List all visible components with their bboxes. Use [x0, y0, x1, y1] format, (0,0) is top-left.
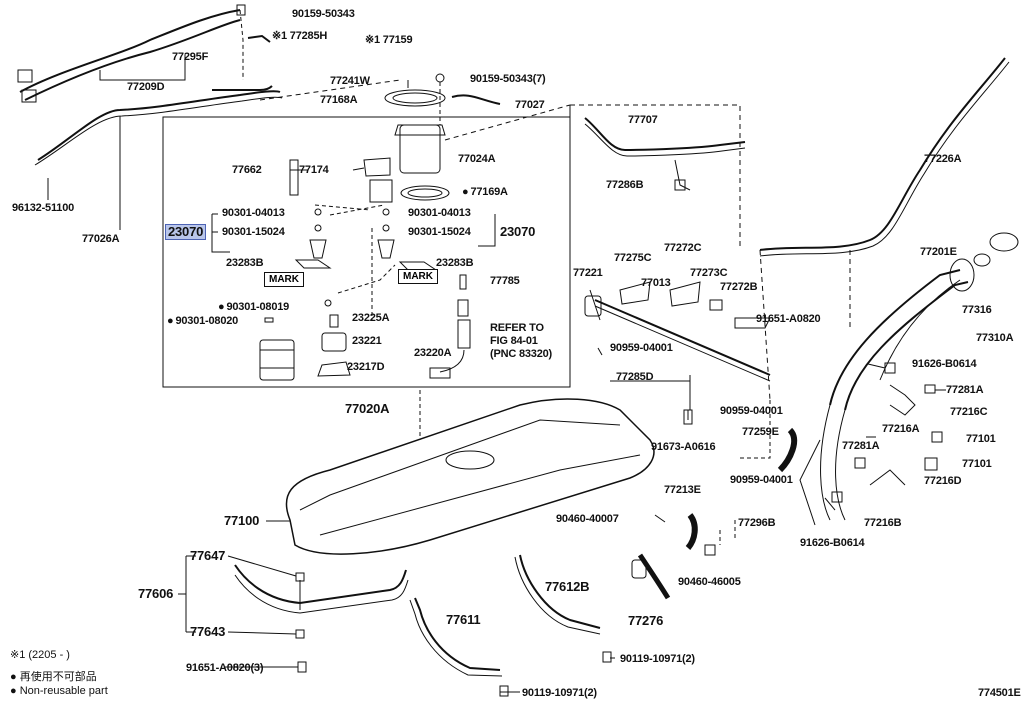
label-90460-40007: 90460-40007	[556, 513, 619, 525]
label-90301-15024-left: 90301-15024	[222, 226, 285, 238]
label-23283B-left: 23283B	[226, 257, 264, 269]
label-77606: 77606	[138, 586, 174, 601]
label-77707: 77707	[628, 114, 658, 126]
label-77101-b: 77101	[962, 458, 992, 470]
label-91626-B0614-a: 91626-B0614	[912, 358, 977, 370]
label-pnc-83320: (PNC 83320)	[490, 348, 552, 360]
label-91651-A0820: 91651-A0820	[756, 313, 821, 325]
label-77272C: 77272C	[664, 242, 702, 254]
label-77281A-a: 77281A	[946, 384, 984, 396]
label-77241W: 77241W	[330, 75, 370, 87]
label-77159: ※1 77159	[365, 34, 413, 46]
label-90301-04013-right: 90301-04013	[408, 207, 471, 219]
label-90301-04013-left: 90301-04013	[222, 207, 285, 219]
legend-nonreusable-jp-text: 再使用不可部品	[19, 671, 97, 683]
label-77643: 77643	[190, 624, 226, 639]
label-90159-50343-top: 90159-50343	[292, 8, 355, 20]
label-77785: 77785	[490, 275, 520, 287]
label-23220A: 23220A	[414, 347, 452, 359]
label-77226A: 77226A	[924, 153, 962, 165]
label-23283B-right: 23283B	[436, 257, 474, 269]
label-77647: 77647	[190, 548, 226, 563]
legend-note1: ※1 (2205 - )	[10, 649, 70, 661]
label-23225A: 23225A	[352, 312, 390, 324]
label-90460-46005: 90460-46005	[678, 576, 741, 588]
mark-box-left: MARK	[264, 272, 304, 287]
label-77285H: ※1 77285H	[272, 30, 328, 42]
label-96132-51100: 96132-51100	[12, 202, 75, 214]
label-77026A: 77026A	[82, 233, 120, 245]
label-77285D: 77285D	[616, 371, 654, 383]
label-77020A: 77020A	[345, 401, 390, 416]
label-77612B: 77612B	[545, 579, 590, 594]
label-77169A: 77169A	[462, 185, 508, 199]
label-77295F: 77295F	[172, 51, 209, 63]
label-90301-15024-right: 90301-15024	[408, 226, 471, 238]
label-77316: 77316	[962, 304, 992, 316]
label-91626-B0614-b: 91626-B0614	[800, 537, 865, 549]
label-77024A: 77024A	[458, 153, 496, 165]
label-77100: 77100	[224, 513, 260, 528]
label-90119-10971-a: 90119-10971(2)	[620, 653, 695, 665]
label-90959-04001-c: 90959-04001	[730, 474, 793, 486]
label-77272B: 77272B	[720, 281, 758, 293]
label-90159-50343-7: 90159-50343(7)	[470, 73, 546, 85]
label-77276: 77276	[628, 613, 664, 628]
label-77273C: 77273C	[690, 267, 728, 279]
label-91651-A0820-3: 91651-A0820(3)	[186, 662, 264, 674]
label-23217D: 23217D	[347, 361, 385, 373]
mark-box-right: MARK	[398, 269, 438, 284]
label-77213E: 77213E	[664, 484, 701, 496]
label-23070-highlighted[interactable]: 23070	[164, 224, 207, 240]
label-77174: 77174	[299, 164, 329, 176]
label-77275C: 77275C	[614, 252, 652, 264]
label-77216D: 77216D	[924, 475, 962, 487]
label-77101-a: 77101	[966, 433, 996, 445]
label-90301-08020: 90301-08020	[167, 314, 238, 328]
label-77259E: 77259E	[742, 426, 779, 438]
label-90119-10971-b: 90119-10971(2)	[522, 687, 597, 699]
label-refer-to: REFER TO	[490, 322, 544, 334]
label-77201E: 77201E	[920, 246, 957, 258]
label-77296B: 77296B	[738, 517, 776, 529]
legend-nonreusable-en-text: Non-reusable part	[19, 685, 108, 697]
label-77310A: 77310A	[976, 332, 1014, 344]
label-77221: 77221	[573, 267, 603, 279]
label-77209D: 77209D	[127, 81, 165, 93]
label-77013: 77013	[641, 277, 671, 289]
label-77611: 77611	[446, 612, 481, 627]
label-90301-08019: 90301-08019	[218, 300, 289, 314]
label-77216A: 77216A	[882, 423, 920, 435]
label-fig-84-01: FIG 84-01	[490, 335, 538, 347]
label-91673-A0616: 91673-A0616	[651, 441, 716, 453]
label-77216B: 77216B	[864, 517, 902, 529]
pump-assembly-frame	[162, 116, 571, 388]
label-90959-04001-a: 90959-04001	[610, 342, 673, 354]
legend-nonreusable-jp: ● 再使用不可部品	[10, 671, 97, 683]
label-77281A-b: 77281A	[842, 440, 880, 452]
legend-nonreusable-en: ● Non-reusable part	[10, 685, 108, 697]
label-77216C: 77216C	[950, 406, 988, 418]
label-77027: 77027	[515, 99, 545, 111]
label-77286B: 77286B	[606, 179, 644, 191]
label-77662: 77662	[232, 164, 262, 176]
label-diagram-id: 774501E	[978, 687, 1021, 699]
label-90959-04001-b: 90959-04001	[720, 405, 783, 417]
label-23070-right: 23070	[500, 224, 536, 239]
label-23221: 23221	[352, 335, 382, 347]
label-77168A: 77168A	[320, 94, 358, 106]
